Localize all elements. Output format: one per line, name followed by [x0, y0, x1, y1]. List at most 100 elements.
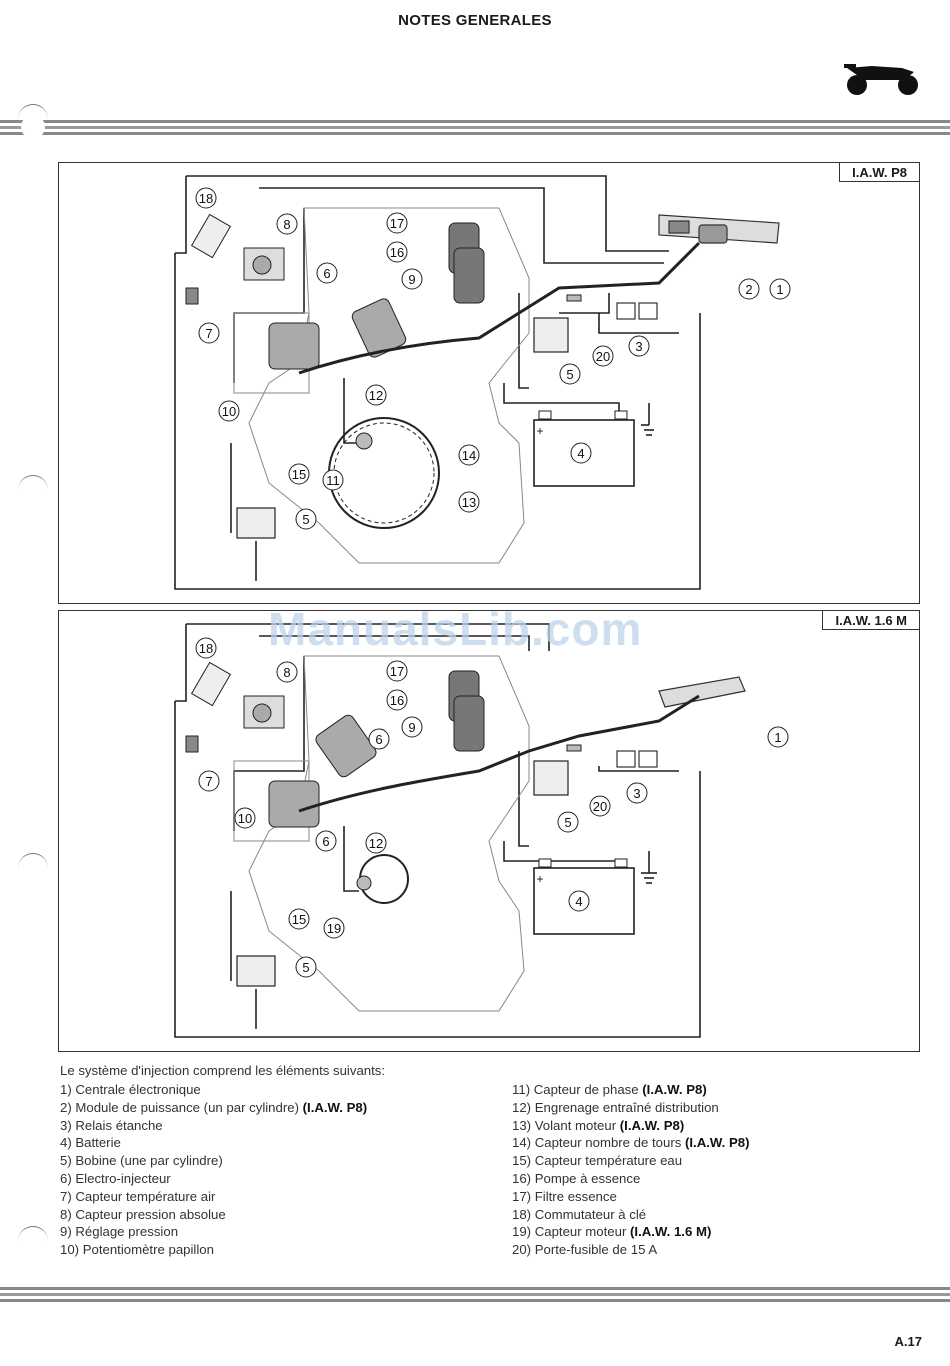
- legend-left-column: 1) Centrale électronique 2) Module de pu…: [60, 1081, 367, 1259]
- callout-16: 16: [386, 689, 408, 711]
- wiring-diagram-16m: 18 8 17 16 9 6 7 1 3 20 5 10 6 12 4 15 1…: [174, 623, 789, 1038]
- callout-11: 11: [322, 469, 344, 491]
- svg-text:19: 19: [327, 921, 341, 936]
- motorcycle-icon: [844, 64, 918, 95]
- watermark: ManualsLib.com: [268, 603, 643, 655]
- legend-item: 6) Electro-injecteur: [60, 1170, 171, 1186]
- svg-text:5: 5: [564, 815, 571, 830]
- margin-mark: [18, 104, 48, 119]
- svg-text:7: 7: [205, 326, 212, 341]
- footer-rule: [0, 1287, 950, 1302]
- svg-text:4: 4: [575, 894, 582, 909]
- wiring-diagram-p8: 18 8 17 16 9 6 7 2 1 3 20 5 10 12 4 14 1…: [174, 175, 791, 590]
- callout-10: 10: [234, 807, 256, 829]
- callout-4: 4: [570, 442, 592, 464]
- svg-text:17: 17: [390, 216, 404, 231]
- legend-item: 13) Volant moteur (I.A.W. P8): [512, 1117, 685, 1133]
- callout-6b: 6: [315, 830, 337, 852]
- header-rule: [0, 118, 950, 139]
- callout-8: 8: [276, 213, 298, 235]
- battery-plus: +: [536, 872, 543, 886]
- legend-item: 15) Capteur température eau: [512, 1153, 683, 1169]
- legend-item: 1) Centrale électronique: [60, 1082, 201, 1097]
- svg-text:1: 1: [776, 282, 783, 297]
- svg-text:3: 3: [633, 786, 640, 801]
- legend-item: 3) Relais étanche: [60, 1117, 163, 1133]
- svg-text:6: 6: [375, 732, 382, 747]
- legend-item: 5) Bobine (une par cylindre): [60, 1153, 223, 1169]
- svg-text:16: 16: [390, 245, 404, 260]
- svg-text:5: 5: [302, 960, 309, 975]
- svg-text:9: 9: [408, 720, 415, 735]
- svg-text:15: 15: [292, 467, 306, 482]
- svg-text:15: 15: [292, 912, 306, 927]
- callout-7: 7: [198, 322, 220, 344]
- callout-3: 3: [628, 335, 650, 357]
- legend-item: 7) Capteur température air: [60, 1188, 216, 1204]
- callout-7: 7: [198, 770, 220, 792]
- legend-right-column: 11) Capteur de phase (I.A.W. P8) 12) Eng…: [512, 1081, 749, 1259]
- legend-intro: Le système d'injection comprend les élém…: [60, 1063, 386, 1078]
- callout-3: 3: [626, 782, 648, 804]
- callout-13: 13: [458, 491, 480, 513]
- svg-text:6: 6: [322, 834, 329, 849]
- callout-12: 12: [365, 832, 387, 854]
- legend-item: 10) Potentiomètre papillon: [60, 1242, 214, 1258]
- legend-item: 16) Pompe à essence: [512, 1170, 641, 1186]
- legend-item: 8) Capteur pression absolue: [60, 1206, 226, 1222]
- callout-18: 18: [195, 637, 217, 659]
- legend-item: 9) Réglage pression: [60, 1224, 179, 1240]
- svg-text:17: 17: [390, 664, 404, 679]
- callout-5b: 5: [295, 956, 317, 978]
- svg-text:3: 3: [635, 339, 642, 354]
- legend-item: 11) Capteur de phase (I.A.W. P8): [512, 1082, 707, 1097]
- panel-label-iaw-16m: I.A.W. 1.6 M: [822, 611, 919, 630]
- callout-15: 15: [288, 463, 310, 485]
- svg-text:13: 13: [462, 495, 476, 510]
- callout-19: 19: [323, 917, 345, 939]
- svg-text:12: 12: [369, 388, 383, 403]
- diagram-panel-iaw-p8: 18 8 17 16 9 6 7 2 1 3 20 5 10 12 4 14 1…: [58, 162, 920, 604]
- svg-text:18: 18: [199, 641, 213, 656]
- callout-9: 9: [401, 268, 423, 290]
- page-title: NOTES GENERALES: [398, 12, 552, 29]
- svg-text:8: 8: [283, 217, 290, 232]
- callout-9: 9: [401, 716, 423, 738]
- legend-item: 17) Filtre essence: [512, 1188, 617, 1204]
- svg-text:5: 5: [302, 512, 309, 527]
- svg-text:8: 8: [283, 665, 290, 680]
- svg-text:20: 20: [593, 799, 607, 814]
- legend-item: 20) Porte-fusible de 15 A: [512, 1242, 658, 1258]
- callout-6: 6: [316, 262, 338, 284]
- svg-text:18: 18: [199, 191, 213, 206]
- page-number: A.17: [894, 1334, 922, 1349]
- callout-20: 20: [592, 345, 614, 367]
- svg-text:9: 9: [408, 272, 415, 287]
- svg-text:12: 12: [369, 836, 383, 851]
- legend-item: 14) Capteur nombre de tours (I.A.W. P8): [512, 1135, 750, 1151]
- callout-5: 5: [559, 363, 581, 385]
- legend-item: 19) Capteur moteur (I.A.W. 1.6 M): [512, 1224, 712, 1240]
- callout-6: 6: [368, 728, 390, 750]
- svg-text:1: 1: [774, 730, 781, 745]
- callout-17: 17: [386, 212, 408, 234]
- callout-14: 14: [458, 444, 480, 466]
- callout-4: 4: [568, 890, 590, 912]
- svg-text:14: 14: [462, 448, 476, 463]
- callout-12: 12: [365, 384, 387, 406]
- callout-1: 1: [769, 278, 791, 300]
- svg-text:5: 5: [566, 367, 573, 382]
- svg-text:2: 2: [745, 282, 752, 297]
- margin-mark: [18, 475, 48, 490]
- callout-5b: 5: [295, 508, 317, 530]
- svg-text:4: 4: [577, 446, 584, 461]
- legend-item: 2) Module de puissance (un par cylindre)…: [60, 1099, 368, 1115]
- panel-label-iaw-p8: I.A.W. P8: [839, 163, 919, 182]
- callout-18: 18: [195, 187, 217, 209]
- svg-text:10: 10: [238, 811, 252, 826]
- legend-item: 18) Commutateur à clé: [512, 1206, 647, 1222]
- margin-mark: [18, 853, 48, 868]
- callout-17: 17: [386, 660, 408, 682]
- svg-text:20: 20: [596, 349, 610, 364]
- battery-plus: +: [536, 424, 543, 438]
